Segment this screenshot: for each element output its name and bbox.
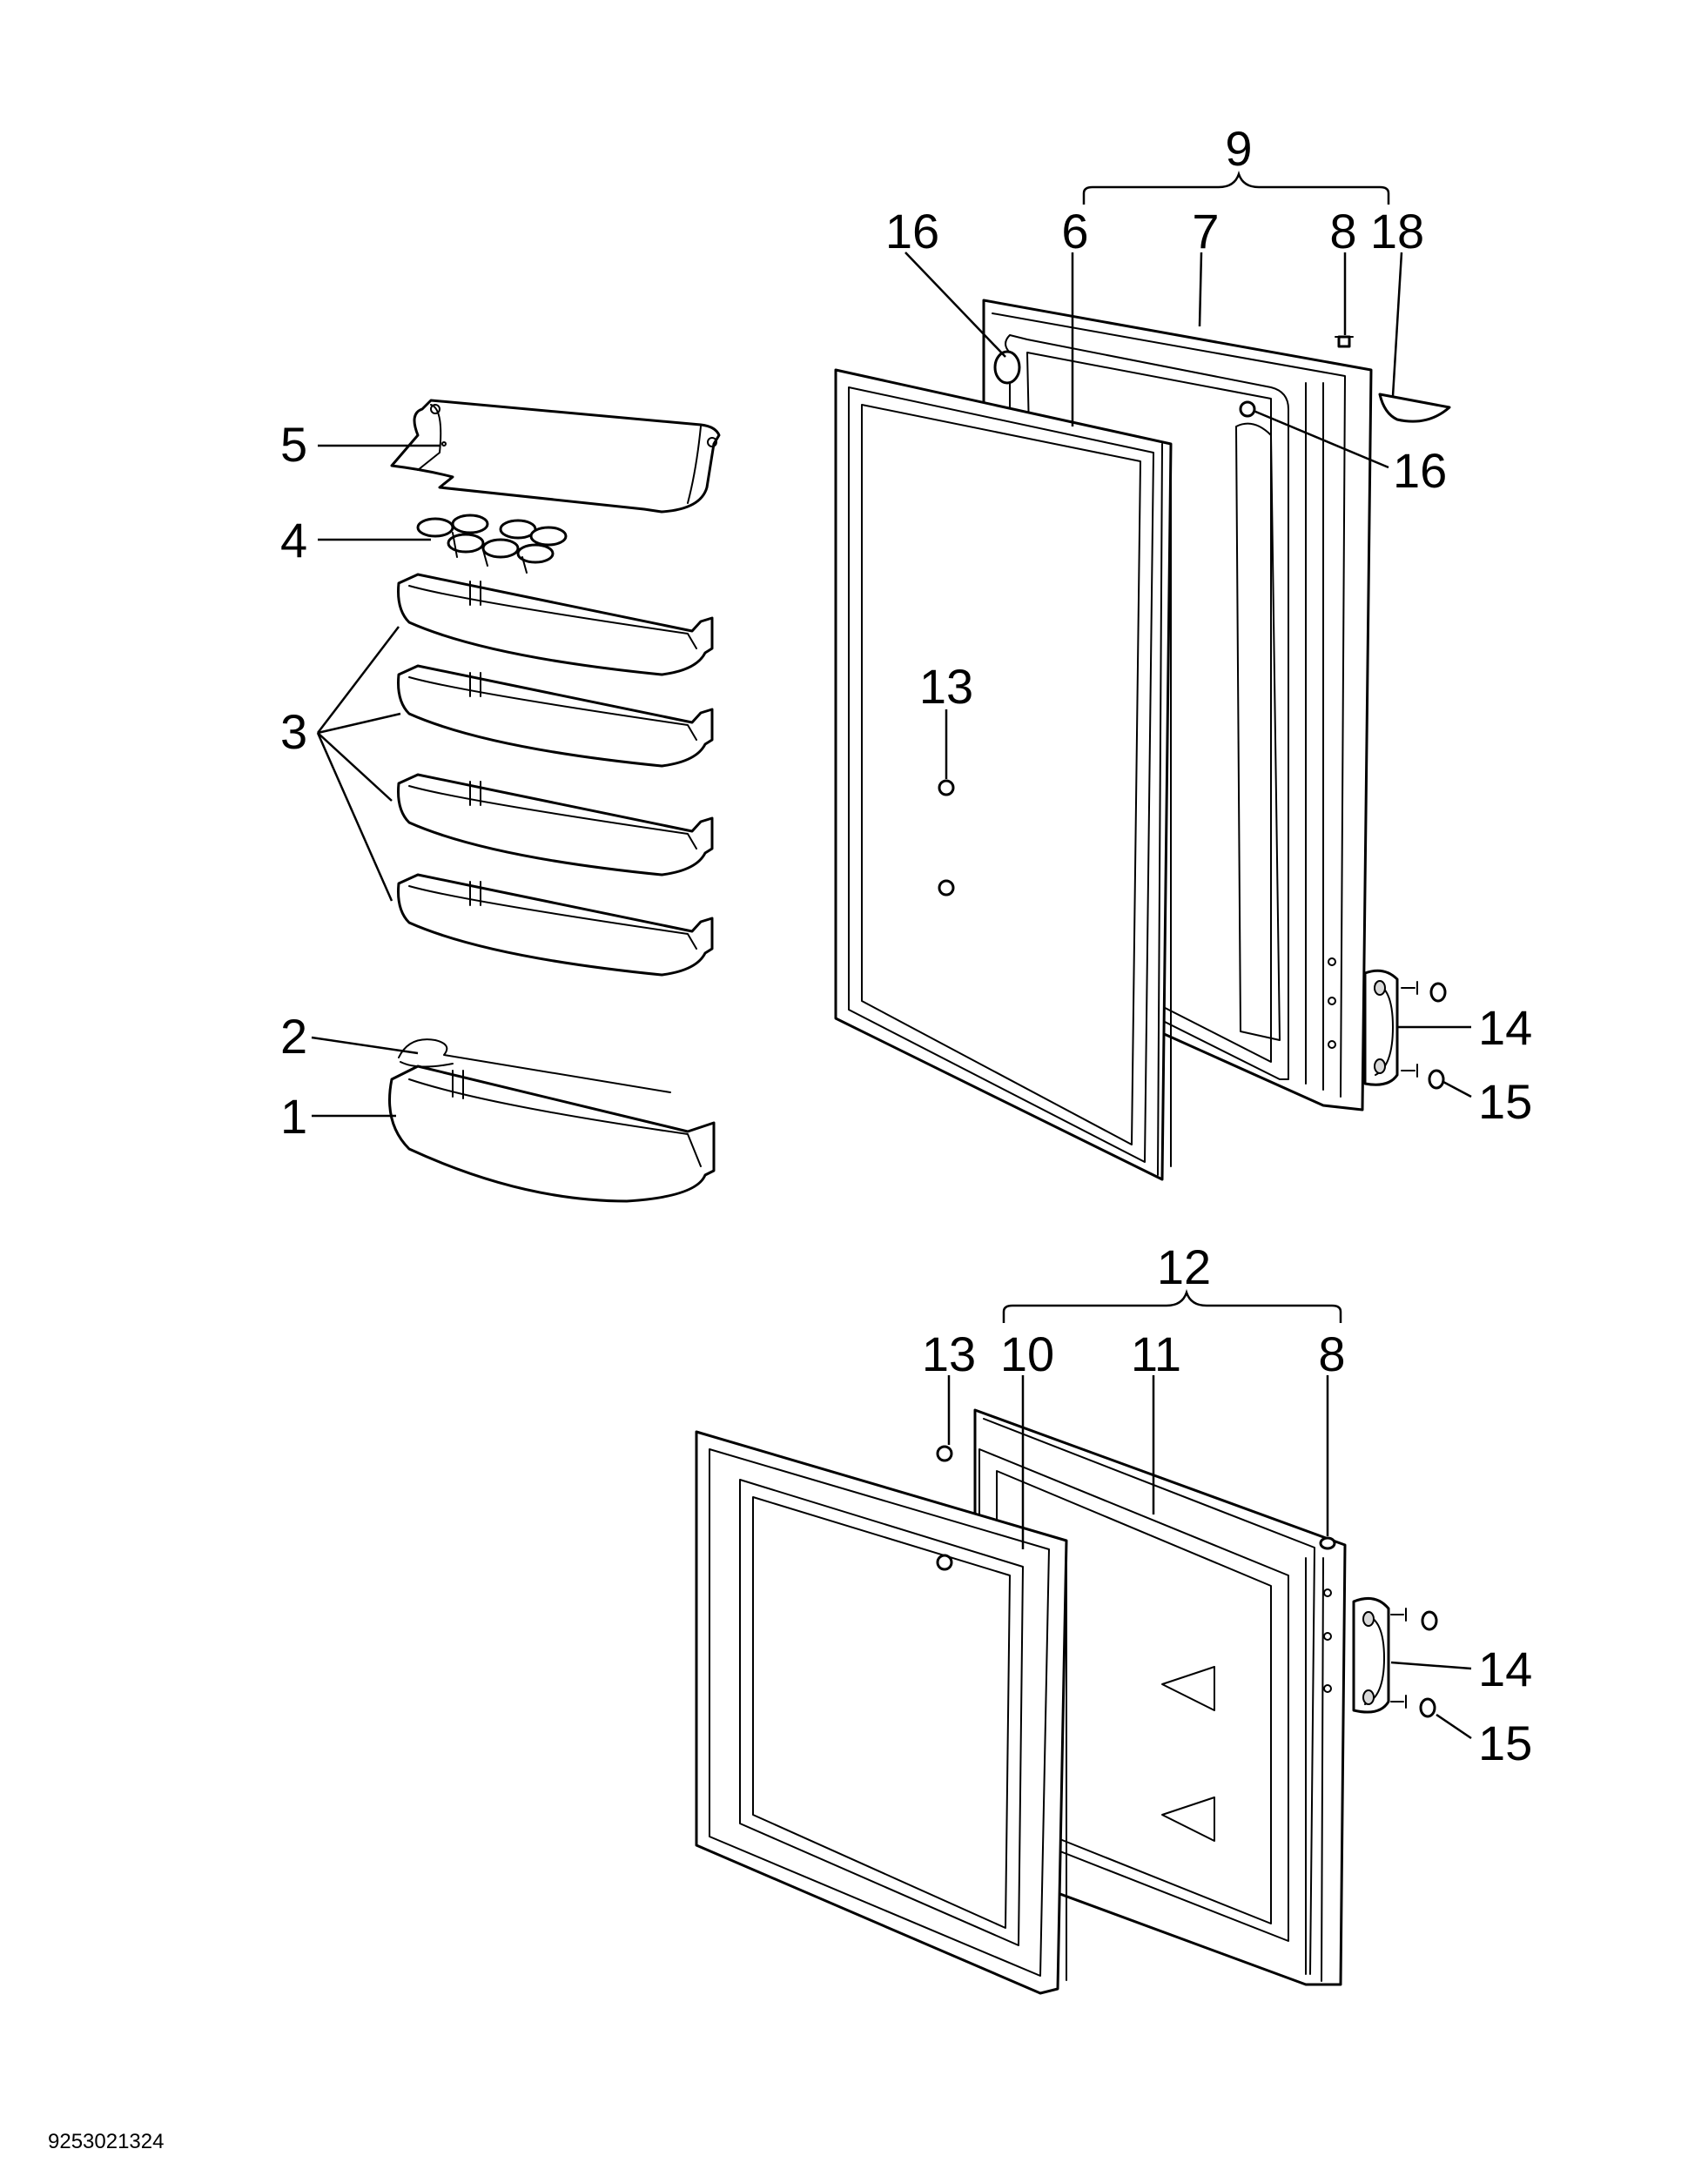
callout-7: 7 <box>1192 204 1219 259</box>
group-brackets <box>1002 171 1390 1323</box>
dairy-lid <box>390 399 721 514</box>
door-shelf-3 <box>397 773 714 876</box>
callout-4: 4 <box>280 513 307 568</box>
callout-8-top: 8 <box>1329 204 1356 259</box>
callout-15-top: 15 <box>1478 1074 1532 1129</box>
callout-13-bottom: 13 <box>922 1326 976 1381</box>
hinge-pin-top <box>1335 335 1354 348</box>
fridge-door-gasket <box>834 368 1173 1181</box>
callout-2: 2 <box>280 1009 307 1064</box>
screw-bottom <box>936 1445 953 1571</box>
door-shelf-4 <box>397 873 714 977</box>
callout-18: 18 <box>1370 204 1424 259</box>
plug-left <box>993 350 1021 385</box>
callout-10: 10 <box>1000 1326 1054 1381</box>
callout-8-bottom: 8 <box>1318 1326 1345 1381</box>
handle-screws-bottom <box>1390 1608 1407 1709</box>
hinge-pin-bottom <box>1319 1536 1336 1550</box>
leader-lines <box>311 252 1472 1740</box>
callout-11: 11 <box>1131 1326 1181 1381</box>
callout-16-right: 16 <box>1393 443 1447 498</box>
document-id: 9253021324 <box>48 2130 164 2153</box>
callout-16-left: 16 <box>885 204 939 259</box>
door-shelf-2 <box>397 664 714 768</box>
hinge-cover <box>1378 393 1451 423</box>
handle-top <box>1363 969 1399 1086</box>
door-shelf-1 <box>397 573 714 676</box>
handle-bottom <box>1352 1596 1390 1714</box>
callout-14-top: 14 <box>1478 1000 1532 1055</box>
callout-9: 9 <box>1225 121 1252 176</box>
freezer-door-gasket <box>695 1430 1068 1995</box>
callout-3: 3 <box>280 704 307 759</box>
callout-13-top: 13 <box>919 659 973 714</box>
caps-bottom <box>1419 1610 1438 1718</box>
callout-labels: 5 4 3 2 1 9 16 6 7 8 18 16 13 14 15 12 1… <box>280 121 1532 1770</box>
callout-1: 1 <box>280 1089 307 1144</box>
bottle-shelf <box>388 1064 716 1203</box>
plug-right <box>1239 400 1256 418</box>
callout-5: 5 <box>280 417 307 472</box>
callout-14-bottom: 14 <box>1478 1642 1532 1696</box>
callout-15-bottom: 15 <box>1478 1716 1532 1770</box>
screw-top <box>938 779 955 897</box>
caps-top <box>1428 982 1447 1090</box>
callout-6: 6 <box>1061 204 1088 259</box>
handle-screws-top <box>1401 981 1418 1078</box>
callout-12: 12 <box>1157 1239 1211 1294</box>
egg-tray <box>416 514 568 574</box>
